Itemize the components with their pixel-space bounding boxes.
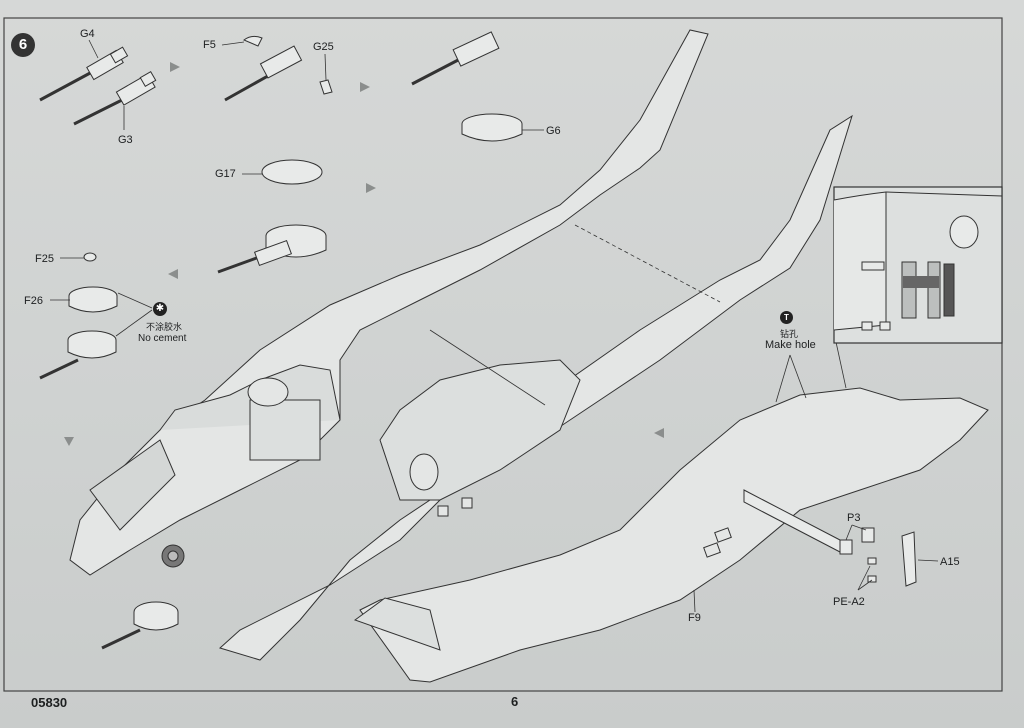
assembly-arrow-icon	[64, 62, 664, 446]
label-f9: F9	[688, 612, 701, 624]
label-g25: G25	[313, 41, 334, 53]
kit-number: 05830	[31, 695, 68, 710]
note-no-cement-en: No cement	[138, 333, 187, 344]
cannon-f5-g25-assembly	[224, 35, 333, 102]
step-number-badge: 6	[11, 33, 35, 57]
label-f26: F26	[24, 295, 43, 307]
turret-f25-f26-assembly	[39, 252, 118, 380]
no-cement-icon: ✱	[153, 302, 167, 316]
label-g4: G4	[80, 28, 95, 40]
label-f5: F5	[203, 39, 216, 51]
fuselage-f9-part	[353, 387, 989, 683]
label-g6: G6	[546, 125, 561, 137]
turret-g17-assembly	[217, 159, 327, 274]
label-pe-a2: PE-A2	[833, 596, 865, 608]
interior-parts	[743, 489, 917, 587]
drill-icon: T	[780, 311, 793, 324]
label-g17: G17	[215, 168, 236, 180]
label-g3: G3	[118, 134, 133, 146]
inset-detail	[833, 186, 1003, 344]
label-p3: P3	[847, 512, 861, 524]
note-no-cement-cn: 不涂胶水	[146, 322, 183, 332]
turret-g6-assembly	[411, 31, 523, 142]
fuselage-left-half	[69, 29, 709, 576]
note-make-hole-cn: 钻孔	[780, 329, 799, 339]
label-a15: A15	[940, 556, 960, 568]
cannon-g3-part	[73, 70, 157, 126]
page-border	[3, 17, 1003, 692]
cannon-g4-part	[39, 46, 129, 102]
label-f25: F25	[35, 253, 54, 265]
chin-turret-part	[101, 601, 179, 650]
note-make-hole-en: Make hole	[765, 339, 816, 351]
page-number: 6	[511, 694, 519, 709]
